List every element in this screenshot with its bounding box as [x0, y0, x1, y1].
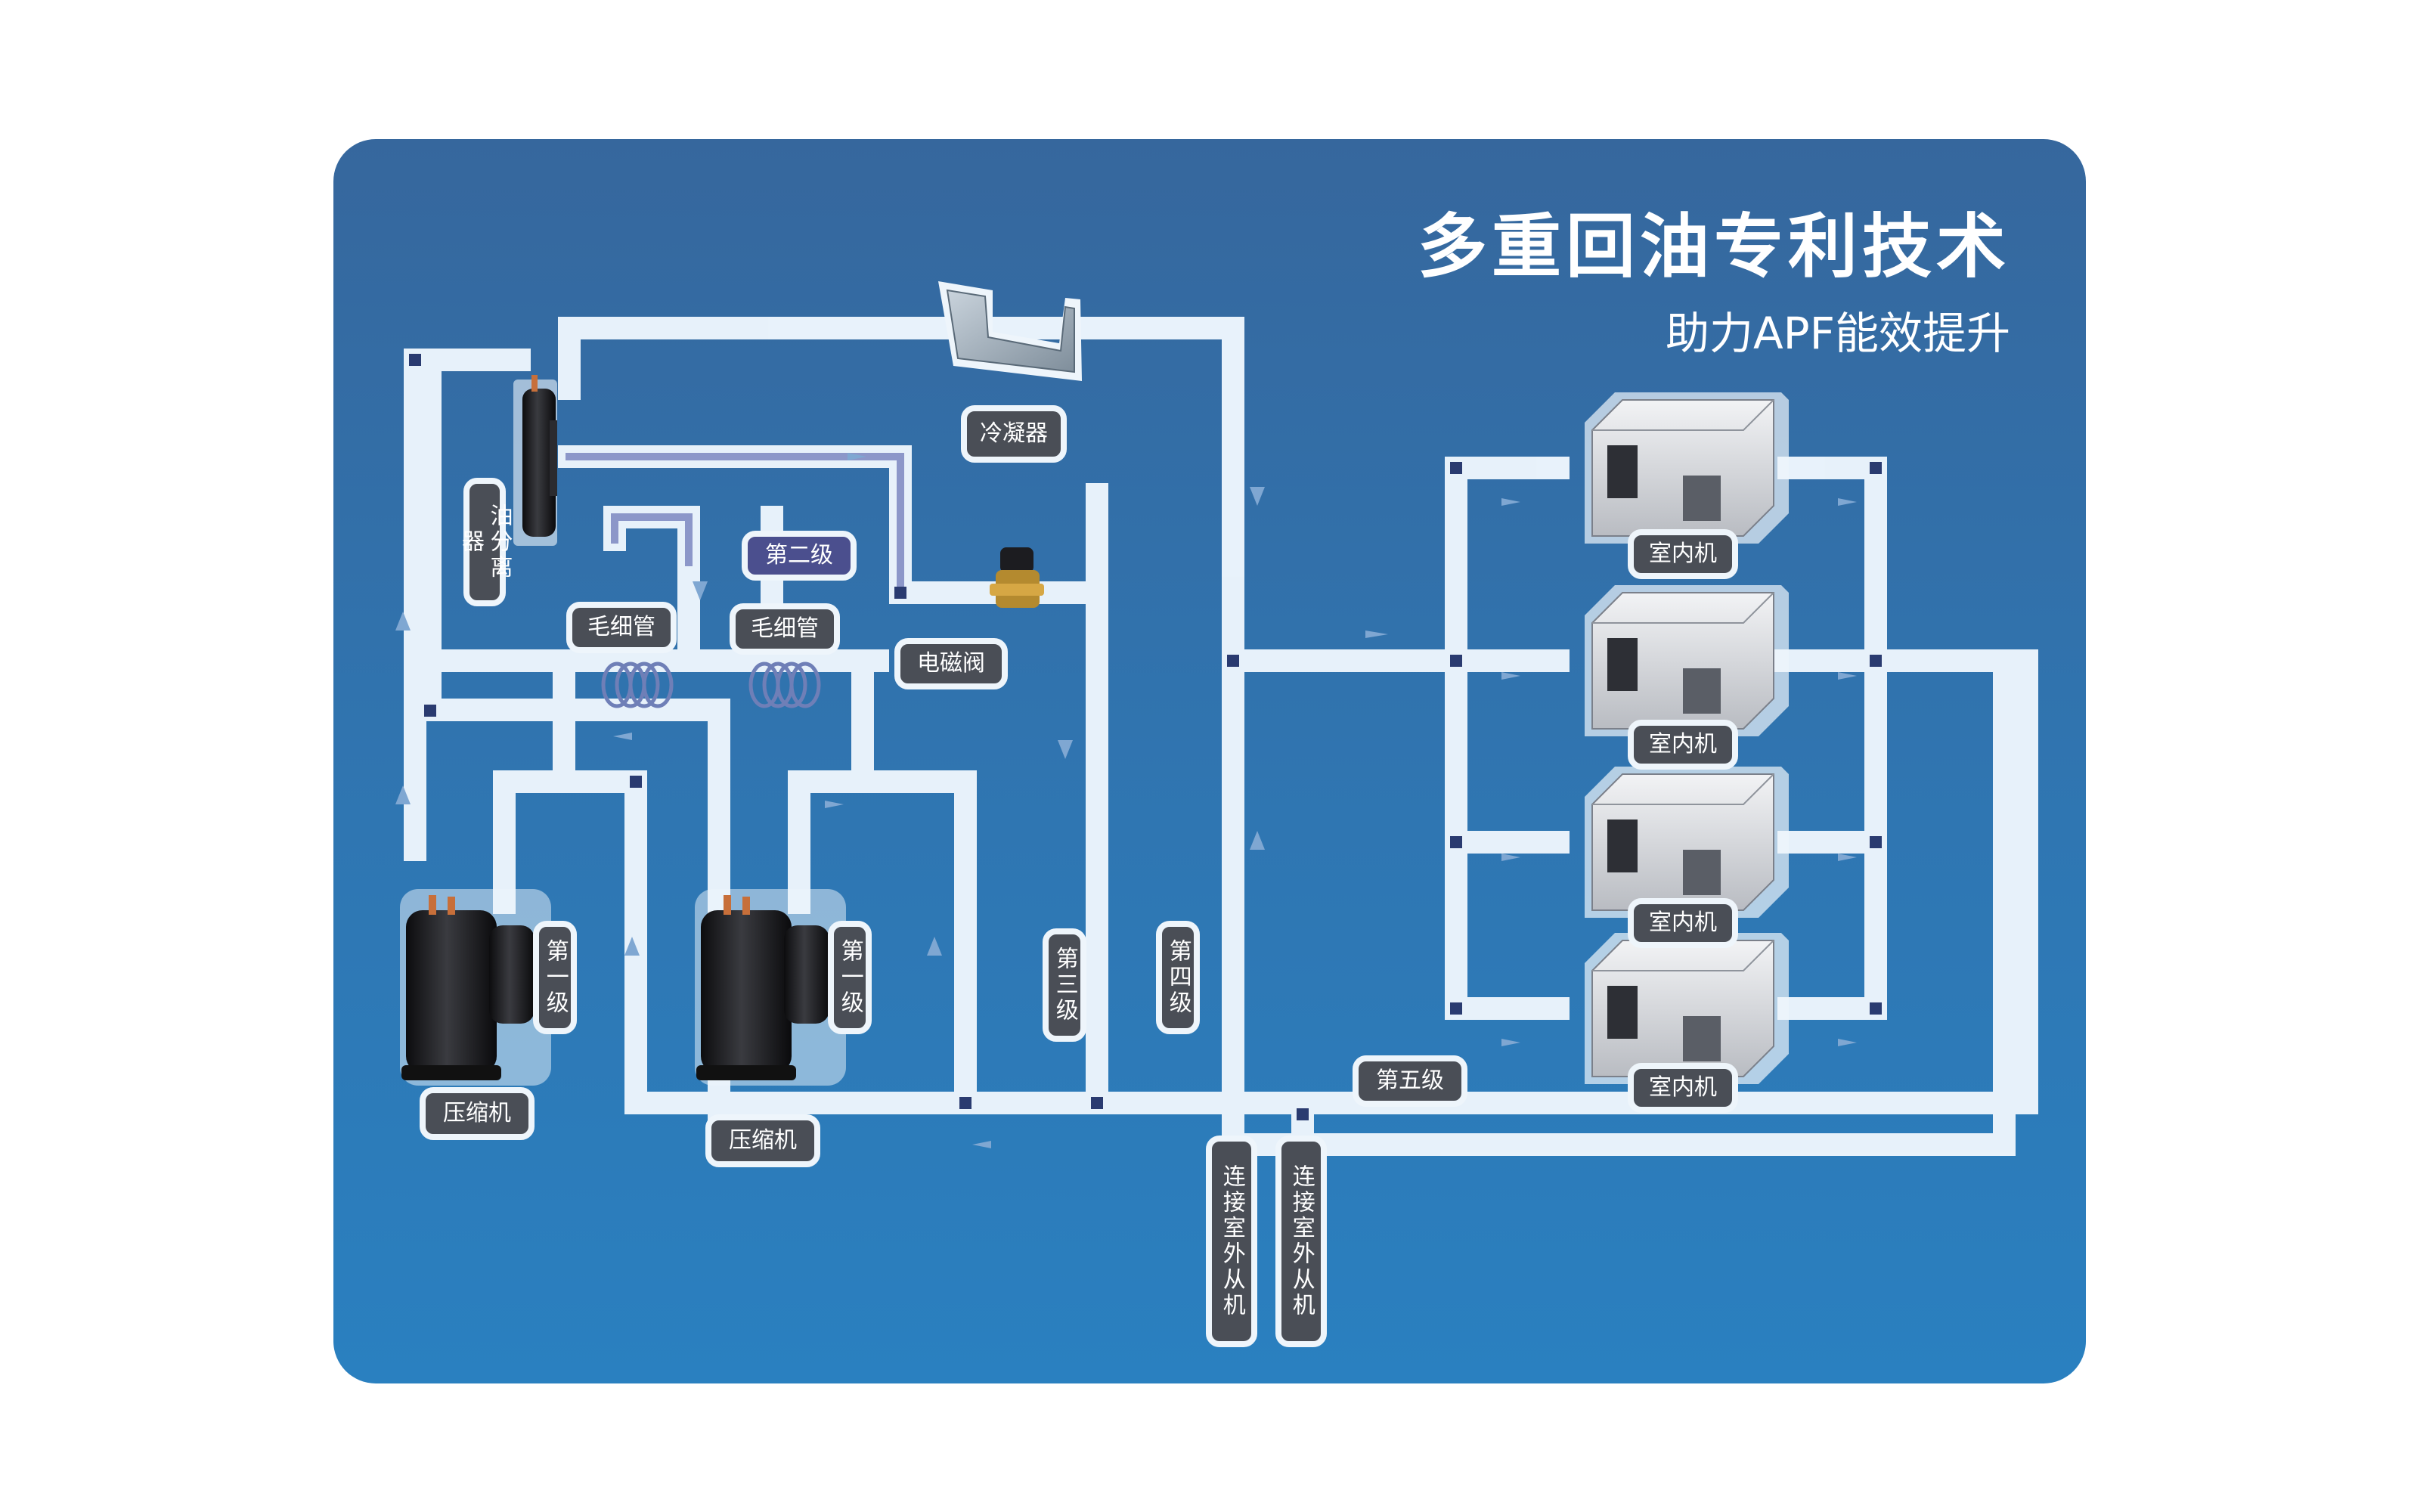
arrow-up-icon	[395, 612, 411, 631]
level-2-label: 第二级	[742, 531, 857, 581]
indoor-unit-label-1: 室内机	[1628, 529, 1738, 579]
capillary-label-1: 毛细管	[566, 602, 677, 653]
level-1-label-a: 第一级	[533, 921, 577, 1034]
arrow-up-icon	[395, 785, 411, 804]
flow-arrows	[395, 453, 1857, 1148]
capillary-coil-icon	[601, 662, 674, 708]
level-5-label: 第五级	[1353, 1055, 1467, 1107]
arrow-down-icon	[693, 581, 708, 600]
oil-separator-label: 油分离器	[457, 478, 513, 606]
arrow-right-icon	[1838, 672, 1857, 680]
capillary-coil-icon	[748, 662, 821, 708]
arrow-right-icon	[1501, 498, 1520, 506]
page-subtitle: 助力APF能效提升	[1665, 308, 2010, 359]
oil-separator-icon	[513, 375, 557, 546]
compressor-label-1: 压缩机	[420, 1087, 535, 1140]
arrow-down-icon	[1058, 740, 1073, 759]
indoor-unit-label-2: 室内机	[1628, 720, 1738, 770]
arrow-right-icon	[1501, 672, 1520, 680]
arrow-up-icon	[927, 937, 942, 956]
arrow-up-icon	[624, 937, 640, 956]
compressor-label-2: 压缩机	[705, 1114, 820, 1167]
arrow-right-icon	[1501, 854, 1520, 861]
pipe-capillary-core	[611, 513, 693, 566]
page-title: 多重回油专利技术	[1417, 206, 2010, 287]
compressor-icon	[695, 889, 846, 1086]
condenser-icon	[938, 281, 1082, 381]
arrow-right-icon	[1501, 1039, 1520, 1046]
level-1-label-b: 第一级	[828, 921, 872, 1034]
diagram-panel: 多重回油专利技术 助力APF能效提升 油分离器 冷凝器 毛细管 毛细管 电磁阀 …	[333, 139, 2086, 1383]
refrigerant-circuit-diagram	[395, 281, 2038, 1307]
arrow-right-icon	[1838, 498, 1857, 506]
arrow-left-icon	[972, 1141, 991, 1148]
arrow-right-icon	[1365, 631, 1388, 638]
arrow-down-icon	[1250, 487, 1265, 506]
arrow-right-icon	[848, 453, 866, 460]
slave-outdoor-label-1: 连接室外从机	[1206, 1136, 1257, 1347]
condenser-label: 冷凝器	[961, 405, 1067, 463]
slave-outdoor-label-2: 连接室外从机	[1275, 1136, 1327, 1347]
level-3-label: 第三级	[1043, 928, 1086, 1042]
arrow-right-icon	[1838, 1039, 1857, 1046]
compressor-icon	[400, 889, 551, 1086]
indoor-unit-icon	[1585, 585, 1789, 736]
solenoid-valve-label: 电磁阀	[894, 638, 1008, 689]
level-4-label: 第四级	[1156, 921, 1200, 1034]
indoor-unit-label-4: 室内机	[1628, 1063, 1738, 1113]
capillary-label-2: 毛细管	[730, 603, 840, 655]
indoor-unit-icon	[1585, 933, 1789, 1084]
arrow-right-icon	[1838, 854, 1857, 861]
indoor-unit-icon	[1585, 392, 1789, 544]
solenoid-valve-icon	[990, 547, 1044, 608]
pipe-indoor-supply-branches	[1445, 457, 1570, 1020]
arrow-up-icon	[1250, 831, 1265, 850]
pipe-second-level-core	[566, 453, 904, 596]
indoor-unit-label-3: 室内机	[1628, 898, 1738, 948]
indoor-unit-icon	[1585, 767, 1789, 918]
pipe-indoor-return-branches	[1777, 457, 1887, 1020]
arrow-right-icon	[825, 801, 844, 808]
arrow-left-icon	[613, 733, 632, 740]
pipe-joints	[409, 354, 1882, 1120]
